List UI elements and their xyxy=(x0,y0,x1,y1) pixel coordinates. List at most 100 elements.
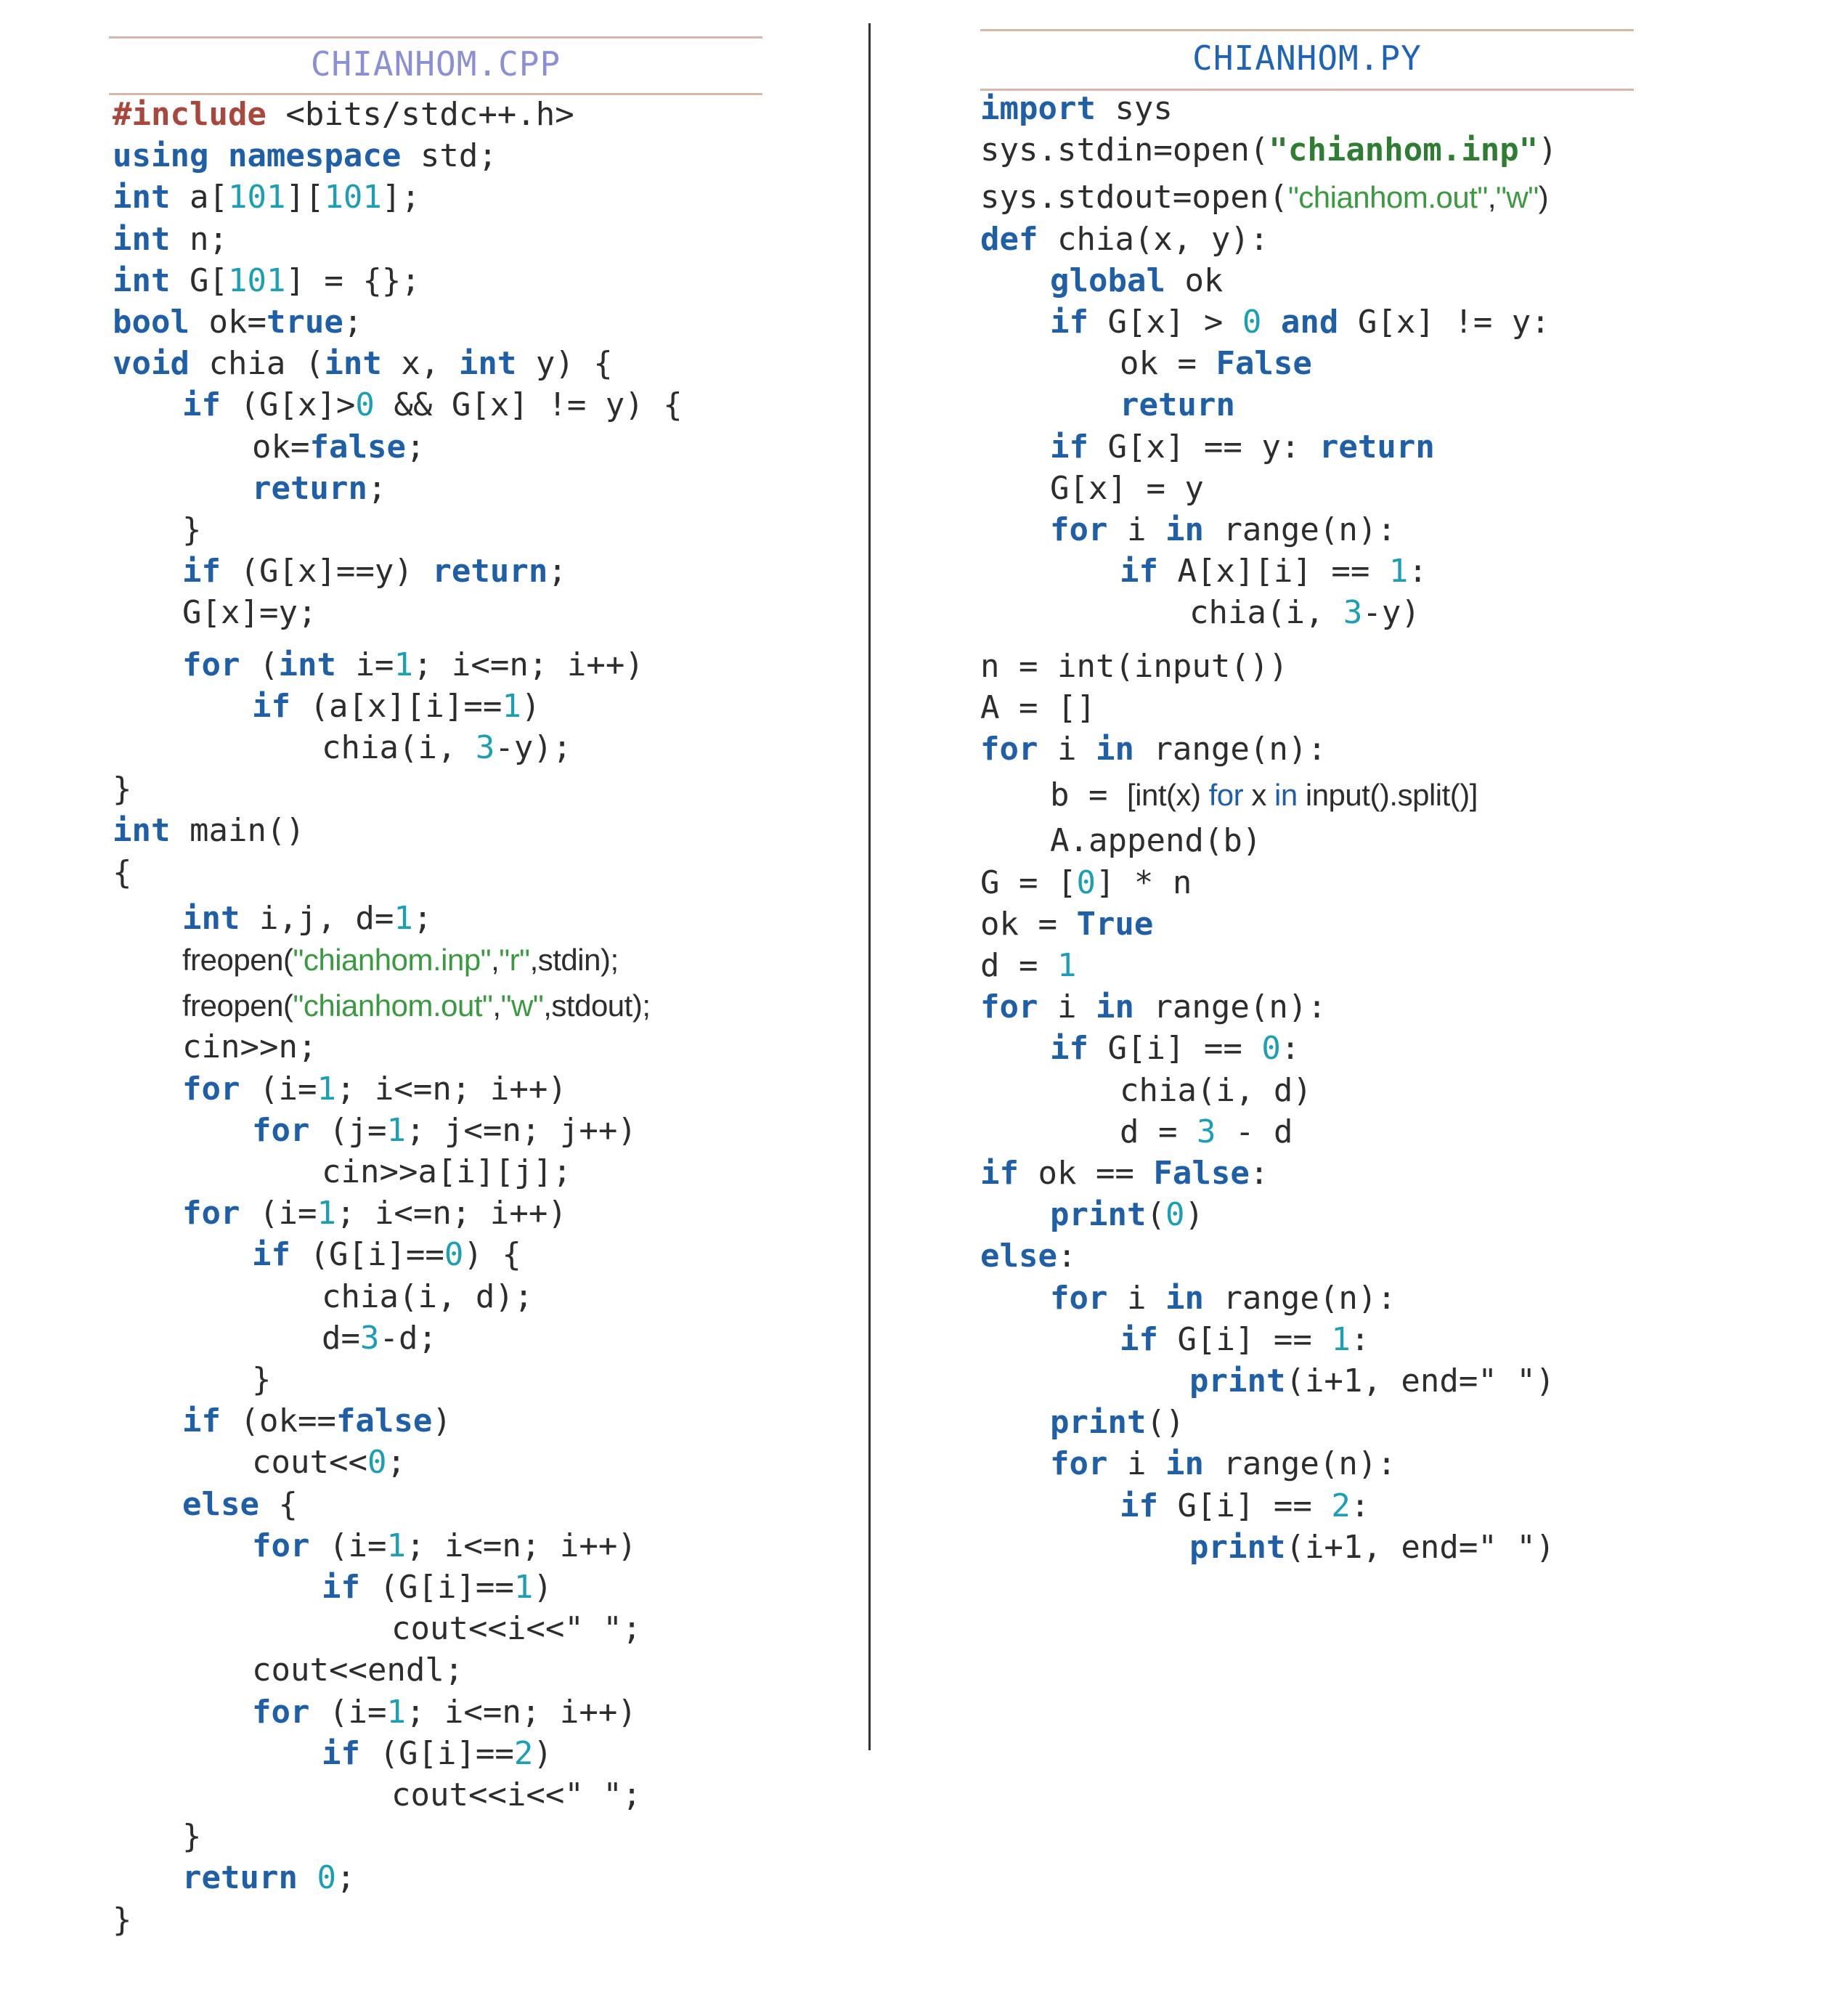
code-line: sys.stdin=open("chianhom.inp") xyxy=(980,130,1558,171)
code-token: main() xyxy=(170,812,305,850)
code-token: int xyxy=(113,812,171,850)
code-token: ; i<=n; i++) xyxy=(405,1527,637,1564)
cpp-title-bottom-rule xyxy=(109,93,762,95)
code-token: ]; xyxy=(381,179,420,216)
code-token: chia(x, y): xyxy=(1038,220,1269,258)
code-line: cout<<i<<" "; xyxy=(391,1609,641,1649)
code-line: def chia(x, y): xyxy=(980,219,1269,260)
code-line: for (i=1; i<=n; i++) xyxy=(252,1692,637,1733)
code-line: if (G[x]==y) return; xyxy=(182,551,567,592)
code-token: 0 xyxy=(367,1444,387,1482)
code-token: global xyxy=(1050,261,1165,299)
code-line: int n; xyxy=(113,219,228,260)
code-line: void chia (int x, int y) { xyxy=(113,344,613,384)
code-line: int i,j, d=1; xyxy=(182,898,432,939)
code-token: using xyxy=(113,137,209,175)
code-token: ok= xyxy=(252,428,310,466)
code-line: #include <bits/stdc++.h> xyxy=(113,94,574,135)
code-token: if xyxy=(252,1236,290,1274)
code-token: return xyxy=(432,553,548,590)
code-token: False xyxy=(1153,1155,1250,1192)
code-token: ) xyxy=(533,1569,553,1606)
code-token: void xyxy=(113,345,190,383)
code-token: def xyxy=(980,220,1038,258)
code-token: 1 xyxy=(1388,553,1409,590)
code-token: } xyxy=(113,771,132,808)
code-line: for (i=1; i<=n; i++) xyxy=(182,1193,567,1234)
code-token: "chianhom.out" xyxy=(293,988,493,1023)
code-token: ; xyxy=(548,553,567,590)
code-line: chia(i, d) xyxy=(1120,1070,1312,1111)
code-token: range(n): xyxy=(1133,988,1327,1026)
code-token: 1 xyxy=(386,1693,406,1731)
code-token: false xyxy=(309,428,406,466)
code-token: A = [] xyxy=(980,688,1096,726)
code-token: x xyxy=(1243,778,1274,813)
code-line: ok=false; xyxy=(252,427,425,468)
code-token: chia ( xyxy=(189,345,325,383)
code-token: ( xyxy=(240,646,279,683)
code-token: for xyxy=(1208,778,1244,813)
code-token: for xyxy=(182,1070,240,1108)
code-token: : xyxy=(1350,1487,1370,1524)
code-token: 3 xyxy=(359,1319,380,1357)
code-token: cin>>a[i][j]; xyxy=(322,1153,572,1190)
code-token: if xyxy=(252,687,290,725)
code-token: d = xyxy=(980,947,1057,984)
code-token: print xyxy=(1050,1196,1147,1234)
code-token: ; j<=n; j++) xyxy=(405,1111,637,1149)
code-token: if xyxy=(1120,1487,1158,1524)
code-token: 1 xyxy=(1057,947,1077,984)
code-line: if (a[x][i]==1) xyxy=(252,686,540,727)
code-token: print xyxy=(1050,1404,1147,1442)
code-token: int xyxy=(458,345,517,383)
code-token: G[x] > xyxy=(1088,304,1242,341)
code-token: i,j, d= xyxy=(240,899,394,937)
code-line: if G[x] == y: return xyxy=(1050,427,1435,468)
code-token: bool xyxy=(113,304,190,341)
code-token: "chianhom.out" xyxy=(1287,180,1488,215)
code-token: freopen( xyxy=(182,943,293,977)
code-line: for i in range(n): xyxy=(1050,1278,1396,1319)
code-token: ) xyxy=(1184,1196,1204,1234)
code-token: 1 xyxy=(394,646,413,683)
code-token: 3 xyxy=(1196,1113,1216,1150)
code-line: if G[x] > 0 and G[x] != y: xyxy=(1050,302,1550,343)
code-token: sys.stdin=open( xyxy=(980,131,1269,169)
code-token: G = [ xyxy=(980,864,1077,901)
code-token: "chianhom.inp" xyxy=(1269,131,1539,169)
code-token: if xyxy=(322,1569,360,1606)
code-token: - d xyxy=(1216,1113,1293,1150)
code-token: ; i<=n; i++) xyxy=(335,1195,567,1232)
code-token: y) { xyxy=(516,345,613,383)
code-token: if xyxy=(1120,1320,1158,1358)
code-line: cin>>a[i][j]; xyxy=(322,1152,571,1193)
code-token: i= xyxy=(335,646,394,683)
code-token: return xyxy=(252,469,367,507)
code-token: if xyxy=(1050,304,1088,341)
code-token: i xyxy=(1038,988,1096,1026)
code-token: print xyxy=(1189,1362,1286,1399)
code-token: if xyxy=(1120,553,1158,590)
code-line: n = int(input()) xyxy=(980,646,1288,687)
code-token: else xyxy=(980,1238,1057,1275)
code-token: int xyxy=(113,261,171,299)
code-token: 1 xyxy=(1331,1320,1351,1358)
code-token: ] * n xyxy=(1095,864,1192,901)
code-token: for xyxy=(182,646,240,683)
code-token: chia(i, d); xyxy=(322,1277,534,1315)
code-token: ; i<=n; i++) xyxy=(412,646,644,683)
code-token: 3 xyxy=(475,729,495,766)
code-token: (G[x]> xyxy=(220,386,356,424)
code-token: return xyxy=(1319,428,1435,466)
code-token: ) xyxy=(1538,180,1549,215)
code-token: { xyxy=(259,1485,298,1523)
column-divider xyxy=(868,23,871,1750)
code-token: in xyxy=(1165,511,1204,548)
code-token: ok xyxy=(1165,261,1224,299)
code-token: ; xyxy=(412,899,433,937)
code-line: chia(i, 3-y); xyxy=(322,728,571,768)
code-token: 0 xyxy=(1165,1196,1185,1234)
code-token: () xyxy=(1146,1404,1185,1442)
code-token: 0 xyxy=(317,1859,336,1897)
